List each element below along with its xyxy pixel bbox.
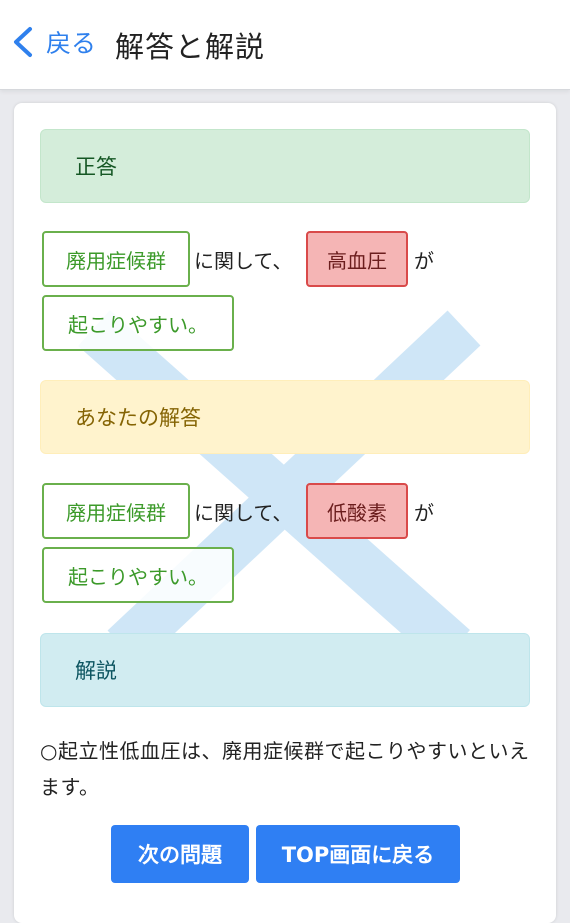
your-particle-text: が <box>414 500 434 525</box>
your-predicate-chip: 起こりやすい。 <box>42 547 234 603</box>
page-title: 解答と解説 <box>115 30 266 64</box>
correct-predicate-chip: 起こりやすい。 <box>42 295 234 351</box>
back-label: 戻る <box>46 29 97 58</box>
answer-card: 正答 廃用症候群 に関して、 高血圧 が 起こりやすい。 あなたの解答 廃用症候… <box>14 103 556 923</box>
correct-answer-label: 正答 <box>75 155 117 179</box>
correct-particle-text: が <box>414 248 434 273</box>
back-button[interactable]: 戻る <box>10 22 96 62</box>
explanation-header: 解説 <box>40 633 530 707</box>
explanation-label: 解説 <box>75 659 117 683</box>
back-to-top-button[interactable]: TOP画面に戻る <box>256 825 460 883</box>
app-header: 戻る 解答と解説 <box>0 0 570 90</box>
explanation-text: ○起立性低血圧は、廃用症候群で起こりやすいといえます。 <box>40 739 530 799</box>
your-answer-label: あなたの解答 <box>75 406 201 430</box>
correct-answer-chip: 高血圧 <box>306 231 408 287</box>
next-question-button[interactable]: 次の問題 <box>111 825 249 883</box>
correct-subject-chip: 廃用症候群 <box>42 231 190 287</box>
your-connector-text: に関して、 <box>194 500 293 525</box>
your-answer-chip: 低酸素 <box>306 483 408 539</box>
correct-connector-text: に関して、 <box>194 248 293 273</box>
chevron-left-icon <box>14 27 32 57</box>
your-answer-header: あなたの解答 <box>40 380 530 454</box>
correct-answer-header: 正答 <box>40 129 530 203</box>
your-subject-chip: 廃用症候群 <box>42 483 190 539</box>
